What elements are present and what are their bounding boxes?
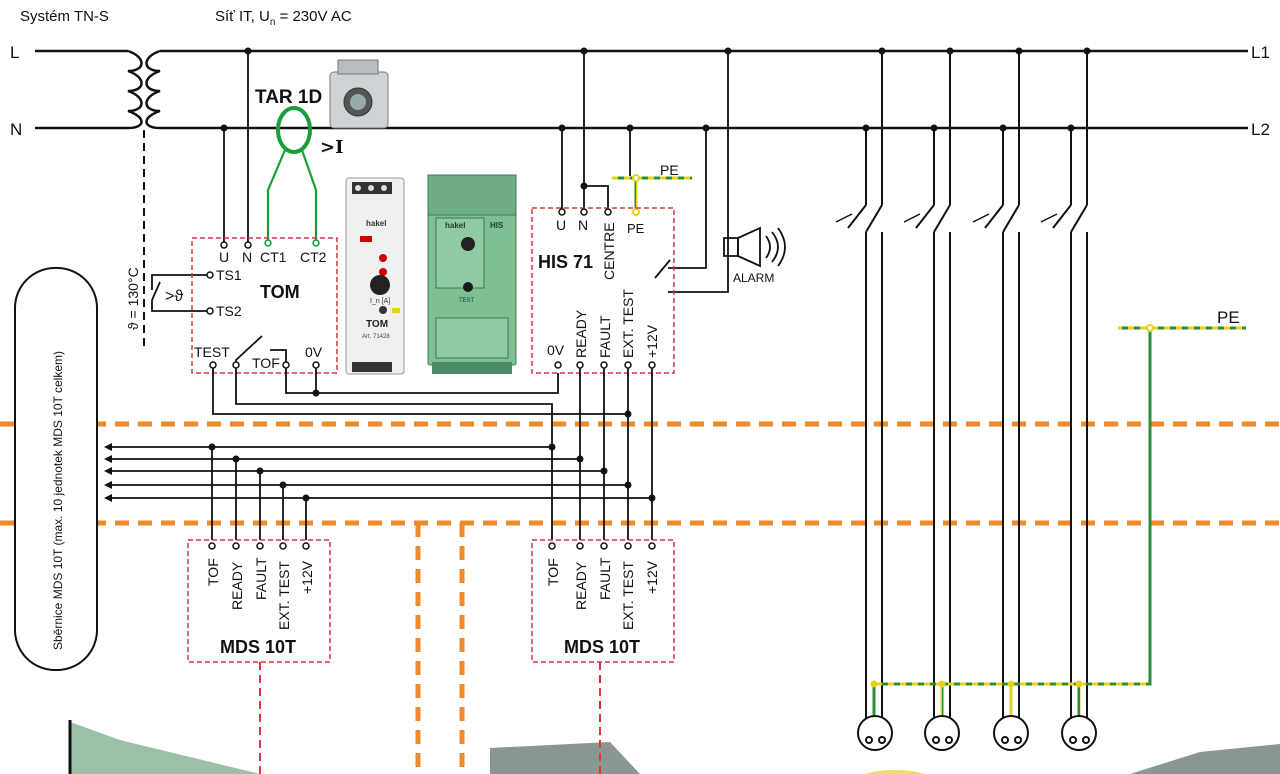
ct-product-image bbox=[329, 59, 389, 129]
tom-product-image bbox=[345, 177, 405, 375]
mds2-12v-label: +12V bbox=[644, 560, 660, 594]
label-L: L bbox=[10, 43, 19, 62]
tom-product-code: Art. 71428 bbox=[362, 334, 390, 340]
pe-top-terminal-label: PE bbox=[627, 221, 645, 236]
tom-ct1-label: CT1 bbox=[260, 249, 287, 265]
tom-ts1-label: TS1 bbox=[216, 267, 242, 283]
bus-lines bbox=[0, 421, 1280, 774]
breaker-columns bbox=[835, 51, 1088, 718]
tom-test-label: TEST bbox=[194, 344, 230, 360]
his-u-label: U bbox=[556, 217, 566, 233]
bus-arrowheads bbox=[104, 443, 112, 502]
mds1-fault-label: FAULT bbox=[253, 557, 269, 600]
mds-box-1 bbox=[187, 539, 331, 663]
his-product-model: HIS bbox=[490, 221, 504, 230]
terminal-circles bbox=[206, 208, 656, 550]
his-fault-label: FAULT bbox=[597, 315, 613, 358]
his-n-label: N bbox=[578, 217, 588, 233]
mds1-ready-label: READY bbox=[229, 561, 245, 610]
bus-wires bbox=[110, 446, 652, 540]
tom-box bbox=[191, 237, 338, 374]
tom-output-wiring bbox=[212, 335, 628, 540]
his-output-wiring bbox=[579, 365, 653, 540]
temperature-label: ϑ = 130°C bbox=[125, 267, 141, 330]
bus-label: Sběrnice MDS 10T (max. 10 jednotek MDS 1… bbox=[51, 351, 65, 650]
his-12v-label: +12V bbox=[644, 324, 660, 358]
overcurrent-label: >I bbox=[320, 137, 344, 158]
tom-product-brand: hakel bbox=[366, 219, 386, 228]
his-product-brand: hakel bbox=[445, 221, 465, 230]
network-label: Síť IT, Un = 230V AC bbox=[215, 8, 352, 28]
his-product-test: TEST bbox=[459, 298, 475, 304]
tar-label: TAR 1D bbox=[255, 87, 322, 108]
tom-n-label: N bbox=[242, 249, 252, 265]
tom-ct2-label: CT2 bbox=[300, 249, 327, 265]
pe-top bbox=[612, 174, 692, 216]
tom-0v-label: 0V bbox=[305, 344, 323, 360]
mds2-tof-label: TOF bbox=[545, 558, 561, 586]
mds2-title: MDS 10T bbox=[564, 637, 640, 657]
tom-u-label: U bbox=[219, 249, 229, 265]
pe-top-label: PE bbox=[660, 162, 679, 178]
label-N: N bbox=[10, 120, 22, 139]
his71-box bbox=[531, 207, 675, 374]
thermostat-label: >ϑ bbox=[165, 288, 183, 305]
his71-title: HIS 71 bbox=[538, 252, 593, 272]
his-product-image bbox=[427, 174, 517, 374]
junction-dots bbox=[208, 47, 1091, 688]
mds2-ready-label: READY bbox=[573, 561, 589, 610]
mds2-fault-label: FAULT bbox=[597, 557, 613, 600]
mds-box-2 bbox=[531, 539, 675, 663]
label-L1: L1 bbox=[1251, 43, 1270, 62]
mds1-12v-label: +12V bbox=[299, 560, 315, 594]
pe-right-label: PE bbox=[1217, 308, 1240, 327]
background-decor bbox=[68, 720, 1280, 774]
mds2-ext-test-label: EXT. TEST bbox=[620, 561, 636, 630]
mains-lines bbox=[35, 49, 1248, 130]
tom-title: TOM bbox=[260, 282, 300, 302]
thermostat-switch bbox=[151, 274, 210, 312]
alarm-wiring bbox=[654, 51, 729, 293]
label-L2: L2 bbox=[1251, 120, 1270, 139]
mds1-ext-test-label: EXT. TEST bbox=[276, 561, 292, 630]
tom-product-dial: I_n [A] bbox=[370, 298, 390, 305]
ct-wires bbox=[266, 106, 318, 243]
his-ready-label: READY bbox=[573, 309, 589, 358]
tom-tof-label: TOF bbox=[252, 355, 280, 371]
alarm-horn-icon bbox=[723, 226, 786, 268]
tom-ts2-label: TS2 bbox=[216, 303, 242, 319]
mds1-tof-label: TOF bbox=[205, 558, 221, 586]
alarm-label: ALARM bbox=[733, 271, 774, 285]
system-label: Systém TN-S bbox=[20, 8, 109, 25]
his-centre-label: CENTRE bbox=[601, 222, 617, 280]
mds1-title: MDS 10T bbox=[220, 637, 296, 657]
his-0v-label: 0V bbox=[547, 342, 565, 358]
tom-product-label: TOM bbox=[366, 319, 388, 330]
bus-panel bbox=[14, 267, 98, 671]
socket-icons bbox=[857, 715, 1097, 751]
his-supply bbox=[561, 51, 631, 210]
transformer bbox=[127, 49, 161, 350]
mds-link-lines bbox=[259, 662, 601, 774]
his-ext-test-label: EXT. TEST bbox=[620, 289, 636, 358]
tom-supply bbox=[223, 51, 249, 245]
